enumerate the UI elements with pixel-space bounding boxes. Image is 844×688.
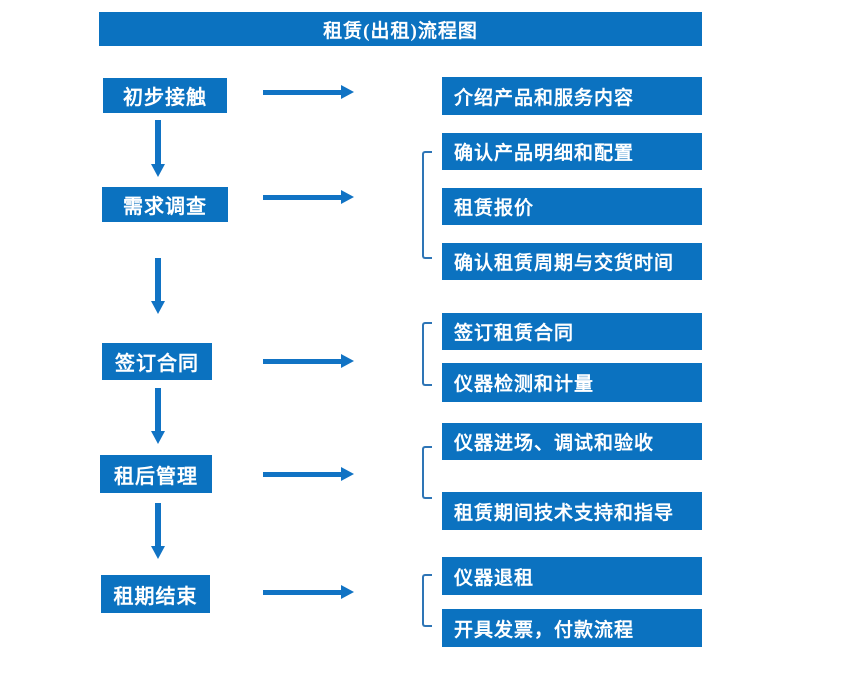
detail-confirm-product-config: 确认产品明细和配置 (442, 133, 702, 170)
step-initial-contact: 初步接触 (103, 78, 227, 113)
arrow-right-icon-3 (263, 354, 354, 368)
detail-invoice-payment-process: 开具发票，付款流程 (442, 609, 702, 647)
arrow-down-icon-2 (150, 258, 165, 314)
group-bracket-rental-end (422, 574, 432, 627)
flowchart-title: 租赁(出租)流程图 (99, 12, 702, 46)
detail-instrument-testing-metering: 仪器检测和计量 (442, 363, 702, 402)
arrow-right-icon-2 (263, 190, 354, 204)
step-demand-survey: 需求调查 (102, 187, 228, 222)
arrow-down-icon-4 (150, 503, 165, 559)
step-rental-end: 租期结束 (101, 575, 210, 613)
arrow-right-icon-5 (263, 585, 354, 599)
arrow-right-icon-1 (263, 85, 354, 99)
detail-introduce-products-services: 介绍产品和服务内容 (442, 77, 702, 115)
step-post-rental-management: 租后管理 (100, 455, 212, 493)
detail-confirm-period-delivery: 确认租赁周期与交货时间 (442, 243, 702, 280)
detail-rental-quotation: 租赁报价 (442, 188, 702, 225)
group-bracket-sign-contract (422, 322, 432, 386)
group-bracket-post-rental (422, 446, 432, 499)
arrow-down-icon-1 (150, 120, 165, 177)
detail-instrument-entry-debug-acceptance: 仪器进场、调试和验收 (442, 423, 702, 460)
group-bracket-demand-survey (422, 151, 432, 259)
arrow-down-icon-3 (150, 388, 165, 444)
detail-instrument-return: 仪器退租 (442, 557, 702, 595)
detail-rental-tech-support: 租赁期间技术支持和指导 (442, 492, 702, 530)
step-sign-contract: 签订合同 (102, 343, 212, 380)
arrow-right-icon-4 (263, 467, 354, 481)
detail-sign-rental-contract: 签订租赁合同 (442, 313, 702, 350)
